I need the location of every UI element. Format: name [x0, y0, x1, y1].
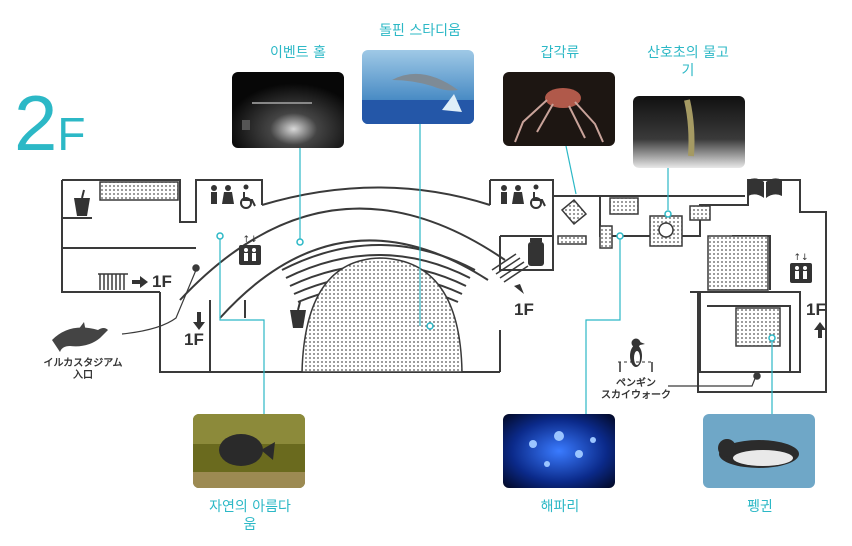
svg-text:↑↓: ↑↓ — [242, 235, 257, 245]
photo-nature-beauty[interactable] — [193, 414, 305, 488]
elevator-icon: ↑↓ — [790, 253, 812, 283]
dotted-area — [599, 225, 613, 249]
penguin-skywalk-label: ペンギン スカイウォーク — [601, 378, 671, 401]
floor-number: 2 — [14, 79, 57, 167]
wheelchair-icon — [530, 184, 546, 209]
dolphin-stadium-entrance-label: イルカスタジアム 入口 — [43, 358, 123, 381]
photo-jellyfish[interactable] — [503, 414, 615, 488]
label-nature-beauty: 자연의 아름다 움 — [209, 499, 291, 533]
leader-dots — [192, 210, 776, 380]
dotted-area — [99, 181, 179, 201]
arrow-down-icon — [514, 284, 524, 294]
stairs-left — [98, 273, 128, 290]
label-coral-fish: 산호초의 물고 기 — [647, 45, 729, 79]
arrow-right-icon — [132, 276, 148, 288]
dotted-area — [689, 205, 711, 221]
drink-cup-icon — [290, 301, 306, 328]
label-penguin: 펭귄 — [747, 499, 773, 515]
photo-dolphin-stadium[interactable] — [362, 50, 474, 124]
dolphin-pool — [301, 257, 463, 373]
floor-unit: F — [57, 108, 86, 160]
photo-penguin[interactable] — [703, 414, 815, 488]
crustacean-tank — [560, 198, 588, 226]
arrow-up-icon — [814, 322, 826, 338]
stairs-1f-left: 1F — [152, 272, 172, 291]
wheelchair-icon — [240, 184, 256, 209]
photo-crustaceans[interactable] — [503, 72, 615, 146]
penguin-icon — [618, 338, 654, 372]
dotted-area — [707, 235, 769, 291]
stairs-1f-center: 1F — [514, 300, 534, 319]
drink-cup-icon — [74, 189, 90, 216]
leader-lines — [121, 124, 773, 414]
bottle-icon — [528, 238, 544, 266]
dotted-area — [609, 197, 639, 215]
elevator-icon: ↑↓ — [239, 235, 261, 265]
toilet-icon — [501, 185, 524, 204]
svg-text:↑↓: ↑↓ — [793, 253, 808, 263]
dotted-area — [557, 235, 587, 245]
stairs-1f-down: 1F — [184, 330, 204, 349]
label-crustaceans: 갑각류 — [540, 45, 580, 61]
book-icon — [748, 178, 782, 198]
label-jellyfish: 해파리 — [540, 499, 580, 515]
arrow-down-icon — [193, 312, 205, 330]
floor-indicator: 2F — [14, 84, 86, 162]
label-dolphin-stadium: 돌핀 스타디움 — [379, 23, 461, 39]
photo-coral-fish[interactable] — [633, 96, 745, 168]
stairs-1f-right: 1F — [806, 300, 826, 319]
label-event-hall: 이벤트 홀 — [270, 45, 326, 61]
dolphin-icon — [52, 322, 108, 352]
stairs-right — [491, 253, 529, 283]
photo-event-hall[interactable] — [232, 72, 344, 148]
